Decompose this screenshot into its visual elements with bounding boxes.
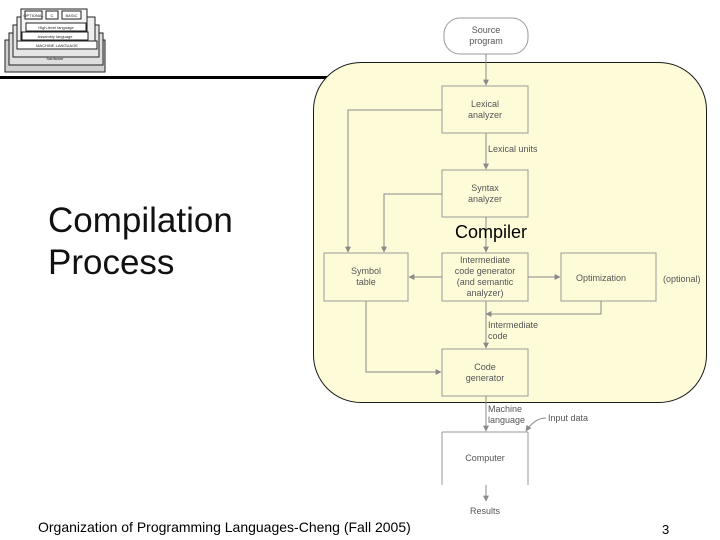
syntax-analyzer-label-1: Syntax <box>471 183 499 193</box>
optimization-label: Optimization <box>576 273 626 283</box>
intermediate-code-label-2: code <box>488 331 508 341</box>
arrow-symbol-to-codegen <box>365 301 442 375</box>
code-generator-label-1: Code <box>474 362 496 372</box>
thumb-label-high-level: High-level language <box>38 25 74 30</box>
machine-language-label-1: Machine <box>488 404 522 414</box>
compiler-label: Compiler <box>455 222 528 242</box>
language-layers-thumbnail: OPTIONAL C BASIC High-level language Ass… <box>4 8 106 73</box>
slide-title-line1: Compilation <box>48 201 233 240</box>
thumb-label-machine: MACHINE LANGUAGE <box>36 43 78 48</box>
symbol-table-label-1: Symbol <box>351 266 381 276</box>
source-program-label-1: Source <box>472 25 501 35</box>
optional-label: (optional) <box>663 274 701 284</box>
slide-title-line2: Process <box>48 243 175 282</box>
lexical-analyzer-label-2: analyzer <box>468 110 502 120</box>
thumb-label-hardware: hardware <box>47 56 64 61</box>
computer-box <box>441 431 529 485</box>
icg-label-4: analyzer) <box>466 288 503 298</box>
arrow-syntax-to-symbol <box>381 193 442 253</box>
code-generator-label-2: generator <box>466 373 505 383</box>
icg-label-1: Intermediate <box>460 255 510 265</box>
results-label: Results <box>470 506 501 516</box>
optimization-box <box>560 252 657 302</box>
footer-course-title: Organization of Programming Languages-Ch… <box>38 519 411 535</box>
page-number: 3 <box>662 522 670 537</box>
thumbnail-layers <box>4 8 106 73</box>
thumb-label-basic: BASIC <box>65 13 77 18</box>
title-underline-rule <box>0 76 330 79</box>
thumb-label-assembly: Assembly language <box>38 34 74 39</box>
arrow-input-data <box>525 417 547 432</box>
computer-label: Computer <box>465 453 505 463</box>
slide-title: Compilation Process <box>48 200 233 284</box>
lexical-units-label: Lexical units <box>488 144 538 154</box>
machine-language-label-2: language <box>488 415 525 425</box>
input-data-label: Input data <box>548 413 588 423</box>
intermediate-code-label-1: Intermediate <box>488 320 538 330</box>
source-program-label-2: program <box>469 36 503 46</box>
code-generator-box <box>441 348 529 397</box>
icg-label-3: (and semantic <box>457 277 514 287</box>
compiler-region <box>313 62 707 403</box>
arrow-optimization-feedback <box>485 301 602 317</box>
lexical-analyzer-label-1: Lexical <box>471 99 499 109</box>
thumb-label-optional: OPTIONAL <box>23 13 44 18</box>
arrow-lexical-to-symbol <box>345 109 442 253</box>
symbol-table-label-2: table <box>356 277 376 287</box>
syntax-analyzer-label-2: analyzer <box>468 194 502 204</box>
icg-label-2: code generator <box>455 266 516 276</box>
thumb-label-c: C <box>51 13 54 18</box>
